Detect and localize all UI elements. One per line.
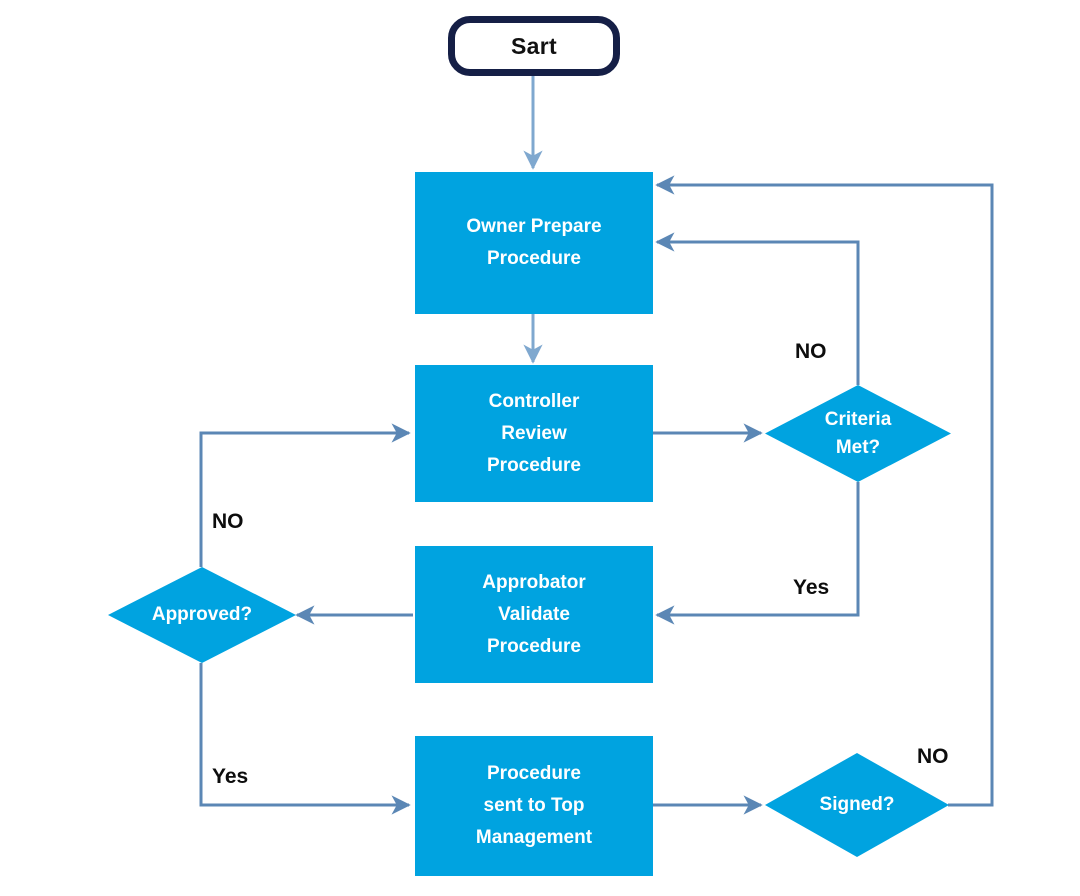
node-approved[interactable]: Approved?: [108, 567, 296, 663]
node-approved-label: Approved?: [151, 604, 253, 625]
edge-criteria-met-no-to-owner-prepare: [655, 232, 860, 385]
node-criteria-met-label: Criteria Met?: [824, 408, 892, 458]
edge-approved-no-to-controller-review: [199, 423, 411, 567]
edge-signed-no-to-owner-prepare: [655, 175, 994, 807]
edge-label-approved-no: NO: [212, 510, 244, 533]
node-approbator-validate-label: Approbator Validate Procedure: [482, 571, 586, 657]
node-start-label: Sart: [511, 32, 557, 59]
node-sent-top-management-label: Procedure sent to Top Management: [475, 763, 593, 848]
edge-label-criteria-no: NO: [795, 340, 827, 363]
node-owner-prepare[interactable]: Owner Prepare Procedure: [415, 172, 653, 314]
edge-label-signed-no: NO: [917, 745, 949, 768]
node-approbator-validate[interactable]: Approbator Validate Procedure: [415, 546, 653, 683]
edge-approved-yes-to-sent-top-management: [199, 663, 411, 815]
node-sent-top-management[interactable]: Procedure sent to Top Management: [415, 736, 653, 876]
node-signed-label: Signed?: [819, 794, 895, 815]
node-signed[interactable]: Signed?: [765, 753, 949, 857]
edge-label-criteria-yes: Yes: [793, 576, 830, 599]
edge-label-approved-yes: Yes: [212, 765, 249, 788]
node-criteria-met[interactable]: Criteria Met?: [765, 385, 951, 482]
node-controller-review[interactable]: Controller Review Procedure: [415, 365, 653, 502]
node-start[interactable]: Sart: [448, 16, 620, 76]
edge-criteria-met-yes-to-approbator-validate: [655, 482, 860, 625]
node-owner-prepare-label: Owner Prepare Procedure: [466, 216, 602, 269]
node-controller-review-label: Controller Review Procedure: [487, 390, 581, 476]
